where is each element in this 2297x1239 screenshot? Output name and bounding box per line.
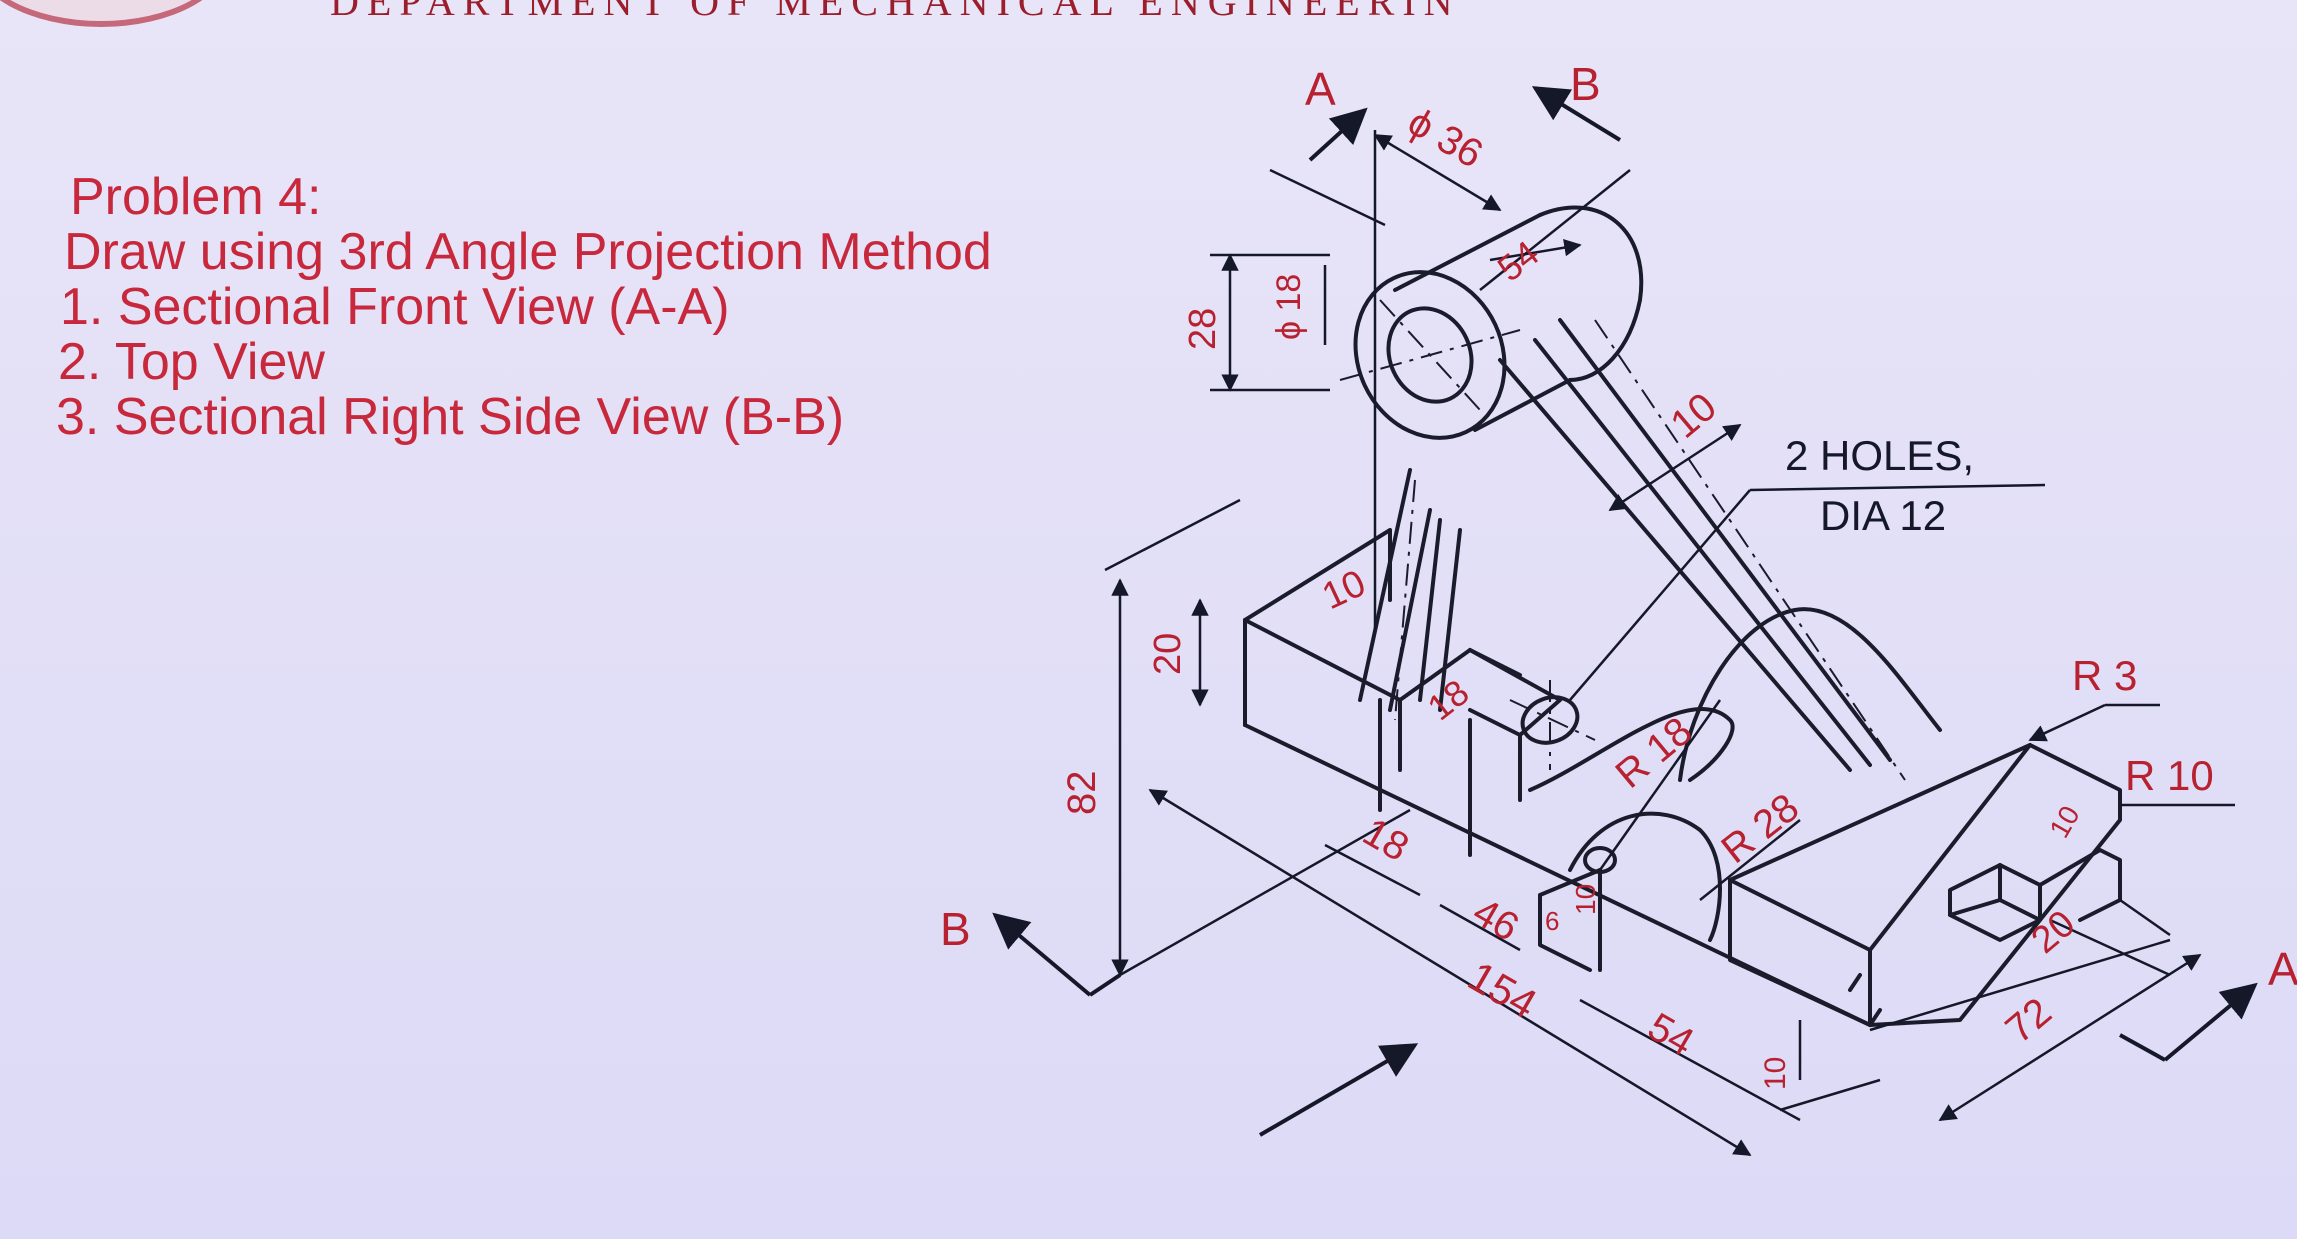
dim-6: 6 [1545, 906, 1559, 936]
dim-20-right: 20 [2024, 903, 2083, 962]
dim-28: 28 [1182, 308, 1224, 350]
dim-10-small: 10 [1570, 884, 1601, 915]
department-title: DEPARTMENT OF MECHANICAL ENGINEERIN [330, 0, 1461, 24]
dim-10-rib: 10 [1663, 385, 1725, 447]
dim-r28: R 28 [1713, 785, 1807, 872]
problem-heading: Problem 4: [70, 168, 322, 226]
dim-20: 20 [1147, 633, 1189, 675]
dim-54-top: 54 [1490, 232, 1547, 289]
dim-154: 154 [1461, 952, 1545, 1028]
problem-item-1: 1. Sectional Front View (A-A) [60, 278, 730, 336]
dim-r10: R 10 [2125, 752, 2214, 799]
dim-82: 82 [1060, 771, 1104, 816]
section-arrows [992, 86, 2258, 1137]
note-holes-line2: DIA 12 [1820, 492, 1946, 539]
problem-item-2: 2. Top View [58, 333, 325, 391]
section-label-a-right: A [2268, 943, 2297, 995]
problem-instruction: Draw using 3rd Angle Projection Method [64, 223, 992, 281]
dim-54-base: 54 [1641, 1005, 1702, 1065]
section-label-b-left: B [940, 903, 971, 955]
note-holes-line1: 2 HOLES, [1785, 432, 1974, 479]
section-label-a-top: A [1305, 63, 1336, 115]
center-lines [1339, 299, 1906, 781]
dimension-lines [1104, 130, 2235, 1157]
dim-46: 46 [1466, 890, 1527, 950]
problem-statement: Problem 4: Draw using 3rd Angle Projecti… [52, 170, 992, 445]
dim-10-right: 10 [2043, 801, 2085, 843]
dim-r3: R 3 [2072, 652, 2137, 699]
dim-dia-36: ϕ 36 [1401, 100, 1491, 177]
dim-10-foot: 10 [1759, 1057, 1792, 1090]
problem-item-3: 3. Sectional Right Side View (B-B) [56, 388, 845, 446]
dim-18-base: 18 [1356, 810, 1417, 870]
dim-dia-18: ϕ 18 [1270, 274, 1308, 340]
dim-72: 72 [1998, 990, 2060, 1052]
section-label-b-top: B [1570, 58, 1601, 110]
